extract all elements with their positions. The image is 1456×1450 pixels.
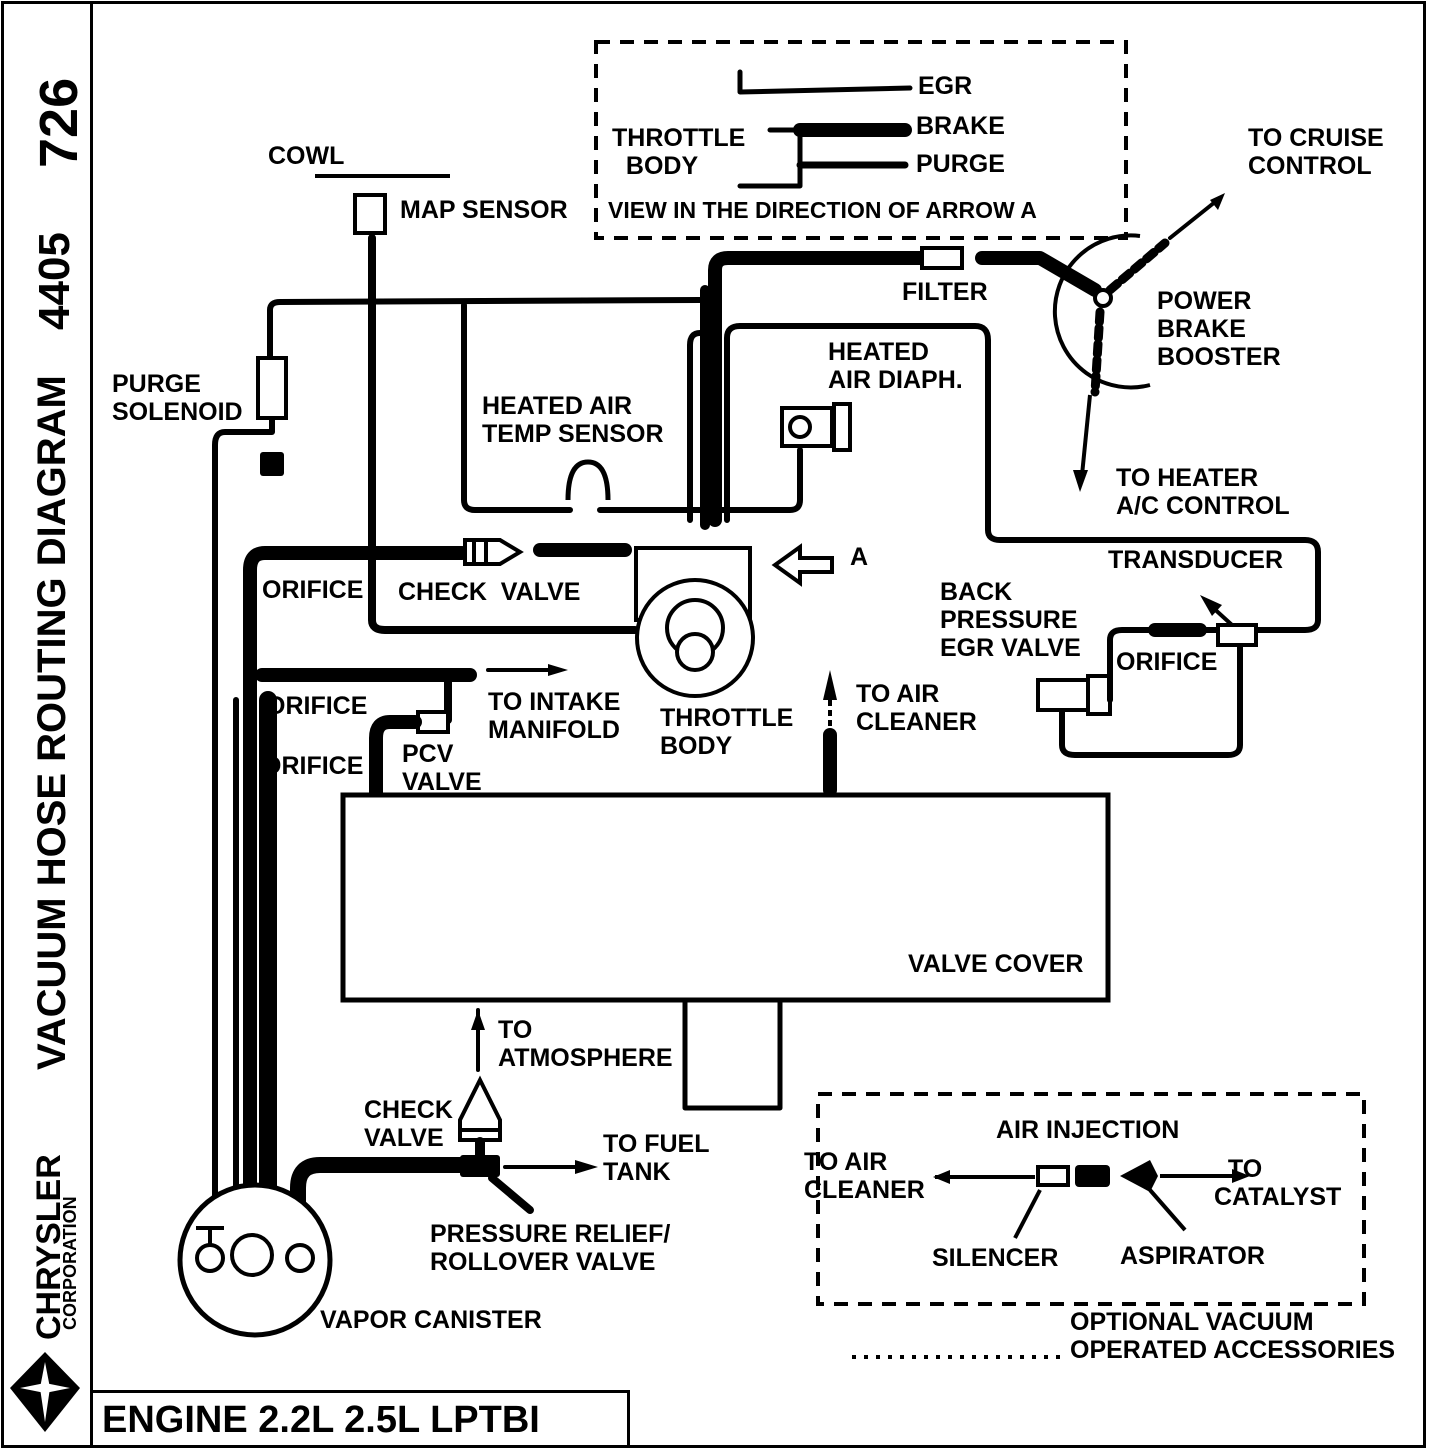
power-brake-booster [1052, 233, 1151, 390]
filter-label: FILTER [902, 278, 988, 306]
inset-bottom-box [816, 1092, 1366, 1306]
inset-throttle-lines [737, 69, 913, 189]
arrow-a-label: A [850, 543, 869, 571]
to-air-cleaner-label: TO AIR CLEANER [856, 680, 977, 736]
inset-throttle-body-label: THROTTLE BODY [612, 124, 746, 180]
to-heater-ac-label: TO HEATER A/C CONTROL [1116, 464, 1290, 520]
to-atmosphere-label: TO ATMOSPHERE [498, 1016, 673, 1072]
vapor-canister-label: VAPOR CANISTER [320, 1306, 542, 1334]
valve-cover-label: VALVE COVER [908, 950, 1084, 978]
pressure-relief-label: PRESSURE RELIEF/ ROLLOVER VALVE [430, 1220, 671, 1276]
air-injection-label: AIR INJECTION [996, 1116, 1180, 1144]
valve-cover [340, 792, 1111, 1003]
orifice-egr-label: ORIFICE [1116, 648, 1218, 676]
back-pressure-egr-label: BACK PRESSURE EGR VALVE [940, 578, 1081, 662]
inset-top-box [594, 40, 1128, 240]
inset-purge-label: PURGE [916, 150, 1005, 178]
inset-to-air-cleaner-label: TO AIR CLEANER [804, 1148, 925, 1204]
map-sensor-label: MAP SENSOR [400, 196, 568, 224]
brake-hose [708, 251, 927, 527]
legend-optional-label: OPTIONAL VACUUM OPERATED ACCESSORIES [1070, 1308, 1396, 1364]
check-valve-line [243, 546, 469, 1227]
egr-valve [1036, 678, 1090, 712]
arrow-a [771, 543, 834, 587]
orifice-2-label: ORIFICE [266, 692, 368, 720]
outer-border [1, 1, 1426, 1448]
aspirator-label: ASPIRATOR [1120, 1242, 1265, 1270]
check-valve-1-label: CHECK VALVE [398, 578, 581, 606]
map-sensor [353, 193, 387, 235]
heated-air-temp-sensor-label: HEATED AIR TEMP SENSOR [482, 392, 664, 448]
filter [920, 246, 964, 270]
footer-box [90, 1390, 630, 1448]
inset-brake-label: BRAKE [916, 112, 1005, 140]
orifice-1-label: ORIFICE [262, 576, 364, 604]
pcv-valve [416, 710, 450, 734]
heated-air-hose [461, 302, 573, 513]
map-sensor-hose [368, 234, 639, 634]
to-catalyst-label: TO CATALYST [1214, 1155, 1342, 1211]
pcv-valve-label: PCV VALVE [402, 740, 482, 796]
transducer-label: TRANSDUCER [1108, 546, 1283, 574]
engine-label: ENGINE 2.2L 2.5L LPTBI [102, 1399, 540, 1441]
purge-solenoid [256, 356, 288, 420]
orifice-3-label: ORIFICE [262, 752, 364, 780]
purge-solenoid-label: PURGE SOLENOID [112, 370, 243, 426]
throttle-body-label: THROTTLE BODY [660, 704, 794, 760]
to-intake-manifold-label: TO INTAKE MANIFOLD [488, 688, 621, 744]
canister-main-hose [290, 1157, 498, 1228]
check-valve-2-label: CHECK VALVE [364, 1096, 453, 1152]
inset-caption: VIEW IN THE DIRECTION OF ARROW A [608, 197, 1037, 223]
heated-air-temp-sensor [565, 459, 611, 501]
check-valve [463, 538, 524, 566]
sidebar-divider [90, 1, 93, 1448]
heated-air-diaph-label: HEATED AIR DIAPH. [828, 338, 963, 394]
inset-egr-label: EGR [918, 72, 973, 100]
pentastar-logo [10, 1352, 80, 1432]
power-brake-booster-label: POWER BRAKE BOOSTER [1157, 287, 1281, 371]
cowl-label: COWL [268, 142, 345, 170]
silencer-label: SILENCER [932, 1244, 1059, 1272]
transducer [1216, 623, 1258, 647]
to-cruise-control-label: TO CRUISE CONTROL [1248, 124, 1384, 180]
purge-hose [724, 323, 1321, 633]
air-injection-parts [933, 1160, 1250, 1239]
to-fuel-tank-label: TO FUEL TANK [603, 1130, 710, 1186]
